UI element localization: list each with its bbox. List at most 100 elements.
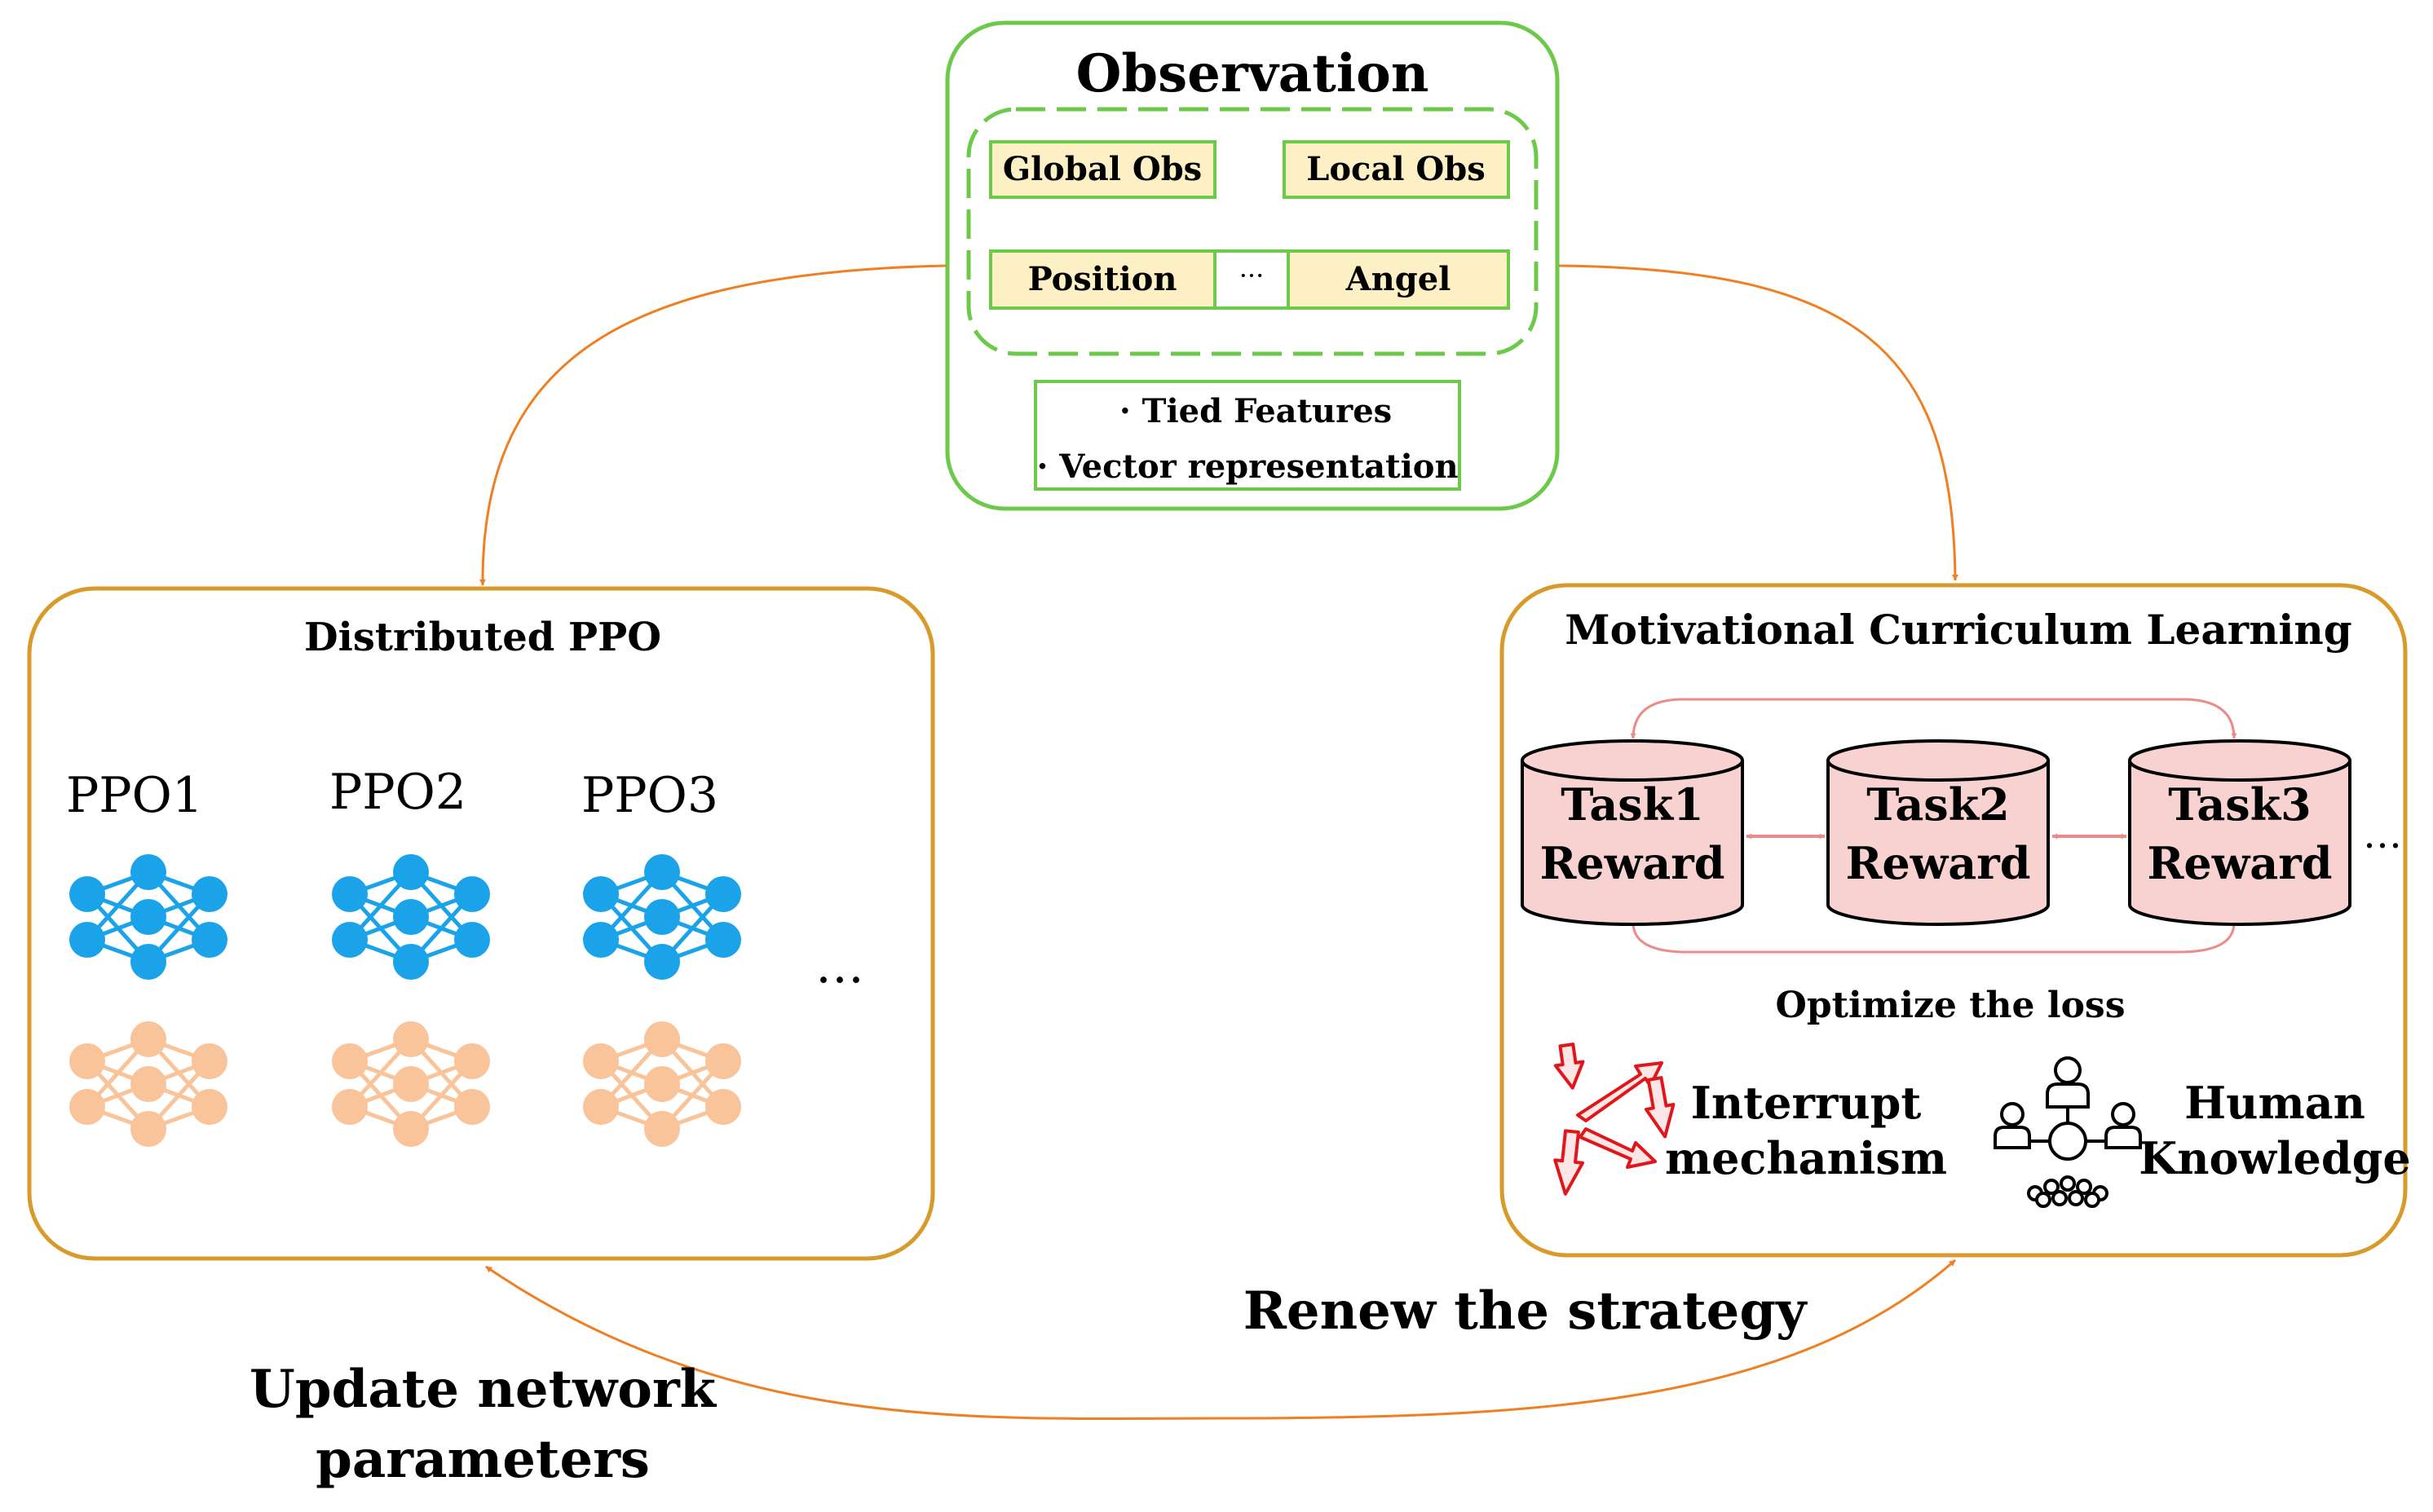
task3-name: Task3 <box>2168 778 2311 831</box>
position-box <box>989 249 1216 310</box>
network-icon-upper-3 <box>583 854 741 980</box>
network-node <box>130 1021 166 1057</box>
position-label: Position <box>1028 260 1177 298</box>
ppo1-label: PPO1 <box>66 767 203 824</box>
task-loop-top-arrow <box>1630 698 2237 739</box>
task3-cylinder: Task3 Reward <box>2128 739 2351 926</box>
network-node <box>583 1089 619 1125</box>
local-obs-box <box>1283 140 1510 199</box>
network-node <box>393 854 429 890</box>
ellipsis-box <box>1213 249 1290 310</box>
network-node <box>192 922 227 958</box>
ppo2-label: PPO2 <box>329 764 466 821</box>
interrupt-line2: mechanism <box>1665 1132 1947 1184</box>
observation-to-ppo-arrow <box>479 264 947 586</box>
tasks-more: … <box>2363 812 2402 857</box>
task1-name: Task1 <box>1561 778 1703 831</box>
ppo-more: … <box>815 937 864 994</box>
task2-name: Task2 <box>1866 778 2009 831</box>
observation-title: Observation <box>1076 43 1429 104</box>
network-icon-lower-1 <box>69 1021 227 1147</box>
network-node <box>332 1043 368 1079</box>
local-obs-label: Local Obs <box>1306 150 1486 188</box>
network-node <box>393 1021 429 1057</box>
distributed-ppo-panel: Distributed PPO PPO1 PPO2 PPO3 … <box>27 586 935 1261</box>
network-node <box>705 922 741 958</box>
network-node <box>454 1043 490 1079</box>
feature-vector: · Vector representation <box>1036 447 1458 486</box>
task1-reward: Reward <box>1540 837 1725 889</box>
network-node <box>130 899 166 935</box>
network-node <box>192 1043 227 1079</box>
optimize-loss-label: Optimize the loss <box>1776 985 2126 1026</box>
network-node <box>454 922 490 958</box>
global-obs-label: Global Obs <box>1003 150 1202 188</box>
distributed-ppo-title: Distributed PPO <box>304 615 661 660</box>
network-node <box>192 1089 227 1125</box>
network-node <box>644 854 680 890</box>
task2-reward: Reward <box>1846 837 2031 889</box>
network-node <box>69 1043 105 1079</box>
angel-box <box>1287 249 1510 310</box>
network-node <box>644 899 680 935</box>
network-node <box>393 899 429 935</box>
network-node <box>69 922 105 958</box>
network-node <box>69 1089 105 1125</box>
observation-panel: Observation Global Obs Local Obs Positio… <box>945 20 1560 511</box>
network-icon-lower-2 <box>332 1021 490 1147</box>
network-node <box>69 876 105 912</box>
curriculum-title: Motivational Curriculum Learning <box>1565 606 2351 654</box>
network-node <box>332 922 368 958</box>
network-node <box>130 944 166 980</box>
ppo3-label: PPO3 <box>581 767 718 824</box>
human-line2: Knowledge <box>2139 1132 2410 1184</box>
network-node <box>332 1089 368 1125</box>
network-node <box>705 876 741 912</box>
network-node <box>644 944 680 980</box>
network-node <box>454 876 490 912</box>
interrupt-icon <box>1553 1043 1676 1196</box>
task1-cylinder: Task1 Reward <box>1521 739 1744 926</box>
observation-dashed-group <box>966 107 1539 356</box>
network-node <box>583 876 619 912</box>
network-node <box>705 1043 741 1079</box>
neural-network-icons <box>69 854 741 1147</box>
network-node <box>192 876 227 912</box>
network-node <box>393 1066 429 1102</box>
network-node <box>644 1111 680 1147</box>
network-node <box>644 1066 680 1102</box>
network-node <box>393 1111 429 1147</box>
network-node <box>454 1089 490 1125</box>
network-icon-upper-1 <box>69 854 227 980</box>
network-node <box>644 1021 680 1057</box>
network-node <box>130 1111 166 1147</box>
network-node <box>332 876 368 912</box>
feature-tied: · Tied Features <box>1119 392 1392 430</box>
network-node <box>705 1089 741 1125</box>
network-node <box>393 944 429 980</box>
task3-reward: Reward <box>2148 837 2333 889</box>
feedback-loop-arrow <box>485 1259 1956 1421</box>
task2-cylinder: Task2 Reward <box>1826 739 2050 926</box>
features-box <box>1034 380 1461 491</box>
curriculum-panel: Motivational Curriculum Learning Task1 R… <box>1499 583 2411 1258</box>
human-line1: Human <box>2184 1077 2365 1129</box>
update-params-line2: parameters <box>316 1429 650 1490</box>
renew-strategy-label: Renew the strategy <box>1243 1281 1808 1342</box>
network-node <box>583 1043 619 1079</box>
people-network-icon <box>1994 1056 2142 1208</box>
network-icon-lower-3 <box>583 1021 741 1147</box>
interrupt-line1: Interrupt <box>1691 1077 1922 1129</box>
ellipsis-label: ··· <box>1239 260 1265 291</box>
global-obs-box <box>989 140 1216 199</box>
update-params-line1: Update network <box>249 1359 718 1420</box>
task-loop-bottom-line <box>1632 922 2236 954</box>
observation-to-curriculum-arrow <box>1558 264 1958 581</box>
network-node <box>130 854 166 890</box>
network-node <box>583 922 619 958</box>
network-icon-upper-2 <box>332 854 490 980</box>
angel-label: Angel <box>1345 260 1451 298</box>
network-node <box>130 1066 166 1102</box>
